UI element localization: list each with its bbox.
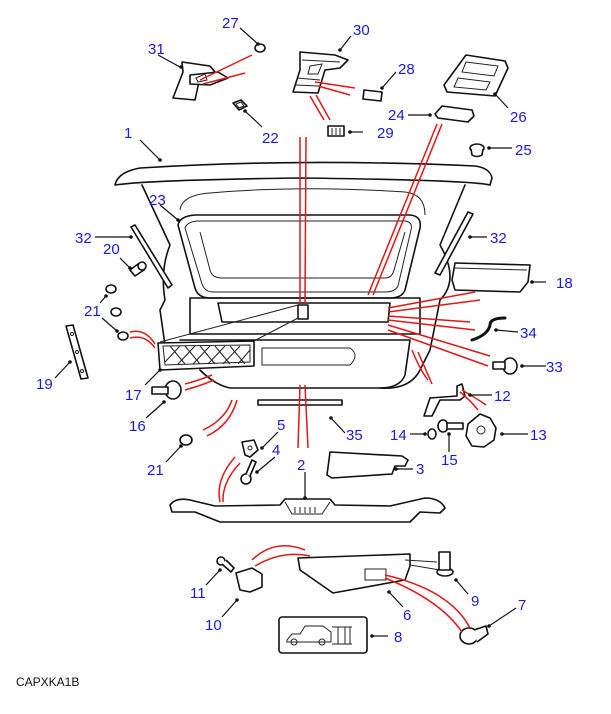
part-21-clip-group[interactable] [105,284,129,341]
callout-7[interactable]: 7 [518,597,526,614]
callout-12[interactable]: 12 [494,388,511,405]
part-22-clip[interactable] [232,99,248,111]
callout-27[interactable]: 27 [222,15,239,32]
callout-18[interactable]: 18 [556,275,573,292]
part-4-screw[interactable] [240,459,257,485]
part-31-bracket[interactable] [172,61,229,101]
leader-lines [54,27,546,638]
part-6-lamp-housing[interactable] [297,553,411,594]
callout-13[interactable]: 13 [530,427,547,444]
part-25-grommet[interactable] [469,143,485,158]
callout-16[interactable]: 16 [129,418,146,435]
part-18-tray[interactable] [451,262,531,293]
callout-14[interactable]: 14 [390,427,407,444]
callout-19[interactable]: 19 [36,376,53,393]
part-34-cable[interactable] [470,316,507,342]
callout-26[interactable]: 26 [510,109,527,126]
callout-28[interactable]: 28 [398,61,415,78]
part-10-lens[interactable] [235,567,263,593]
part-3-trim-panel[interactable] [326,451,409,479]
callout-15[interactable]: 15 [441,452,458,469]
callout-32-left[interactable]: 32 [75,230,92,247]
callout-1[interactable]: 1 [124,125,132,142]
part-14-washer[interactable] [427,428,437,440]
callout-21-lower[interactable]: 21 [147,462,164,479]
part-12-bracket[interactable] [423,383,466,417]
callout-11[interactable]: 11 [190,585,206,602]
part-30-lamp[interactable] [292,51,349,94]
tailgate-body [141,184,466,389]
part-27-clip[interactable] [254,43,266,53]
callout-21[interactable]: 21 [84,303,101,320]
callout-labels: 1 2 3 4 5 6 7 8 9 10 11 12 13 14 15 16 1… [36,15,573,646]
part-21-clip-lower[interactable] [179,434,193,446]
part-20-screw[interactable] [129,261,147,277]
part-19-strip[interactable] [65,324,89,380]
callout-29[interactable]: 29 [377,125,394,142]
part-2-lower-trim[interactable] [169,497,446,523]
callout-34[interactable]: 34 [520,325,537,342]
callout-5[interactable]: 5 [277,417,285,434]
thin-black-connectors [404,559,441,571]
part-9-screw[interactable] [436,551,454,577]
callout-2[interactable]: 2 [297,457,305,474]
callout-35[interactable]: 35 [346,427,363,444]
part-8-label[interactable] [278,616,368,654]
connector-lines [129,54,491,633]
part-11-screw[interactable] [216,556,235,573]
part-15-bolt[interactable] [437,419,464,433]
callout-30[interactable]: 30 [353,22,370,39]
part-26-cover[interactable] [443,54,509,97]
part-29-bulb-holder[interactable] [327,125,345,137]
part-5-clip-nut[interactable] [241,439,259,458]
part-7-bulb[interactable] [459,625,489,645]
callout-9[interactable]: 9 [471,593,479,610]
callout-24[interactable]: 24 [388,107,405,124]
part-16-buffer[interactable] [151,380,182,400]
part-13-handwheel[interactable] [465,413,497,448]
callout-23[interactable]: 23 [149,192,166,209]
callout-10[interactable]: 10 [205,617,222,634]
part-24-lens[interactable] [434,105,475,123]
callout-6[interactable]: 6 [403,607,411,624]
callout-20[interactable]: 20 [103,241,120,258]
part-17-grille[interactable] [157,340,255,371]
part-33-fastener[interactable] [492,357,518,375]
callout-25[interactable]: 25 [515,142,532,159]
callout-32-right[interactable]: 32 [490,230,507,247]
diagram-code: CAPXKA1B [16,675,80,689]
part-32-strip-right[interactable] [434,211,474,276]
part-28-lens[interactable] [362,89,383,102]
callout-33[interactable]: 33 [546,359,563,376]
callout-31[interactable]: 31 [148,41,165,58]
callout-4[interactable]: 4 [272,442,280,459]
callout-17[interactable]: 17 [125,387,142,404]
callout-22[interactable]: 22 [262,130,279,147]
callout-8[interactable]: 8 [394,629,402,646]
callout-3[interactable]: 3 [416,461,424,478]
part-32-strip-left[interactable] [130,224,173,289]
part-1-spoiler[interactable] [114,161,493,186]
part-23-frame[interactable] [177,214,422,299]
